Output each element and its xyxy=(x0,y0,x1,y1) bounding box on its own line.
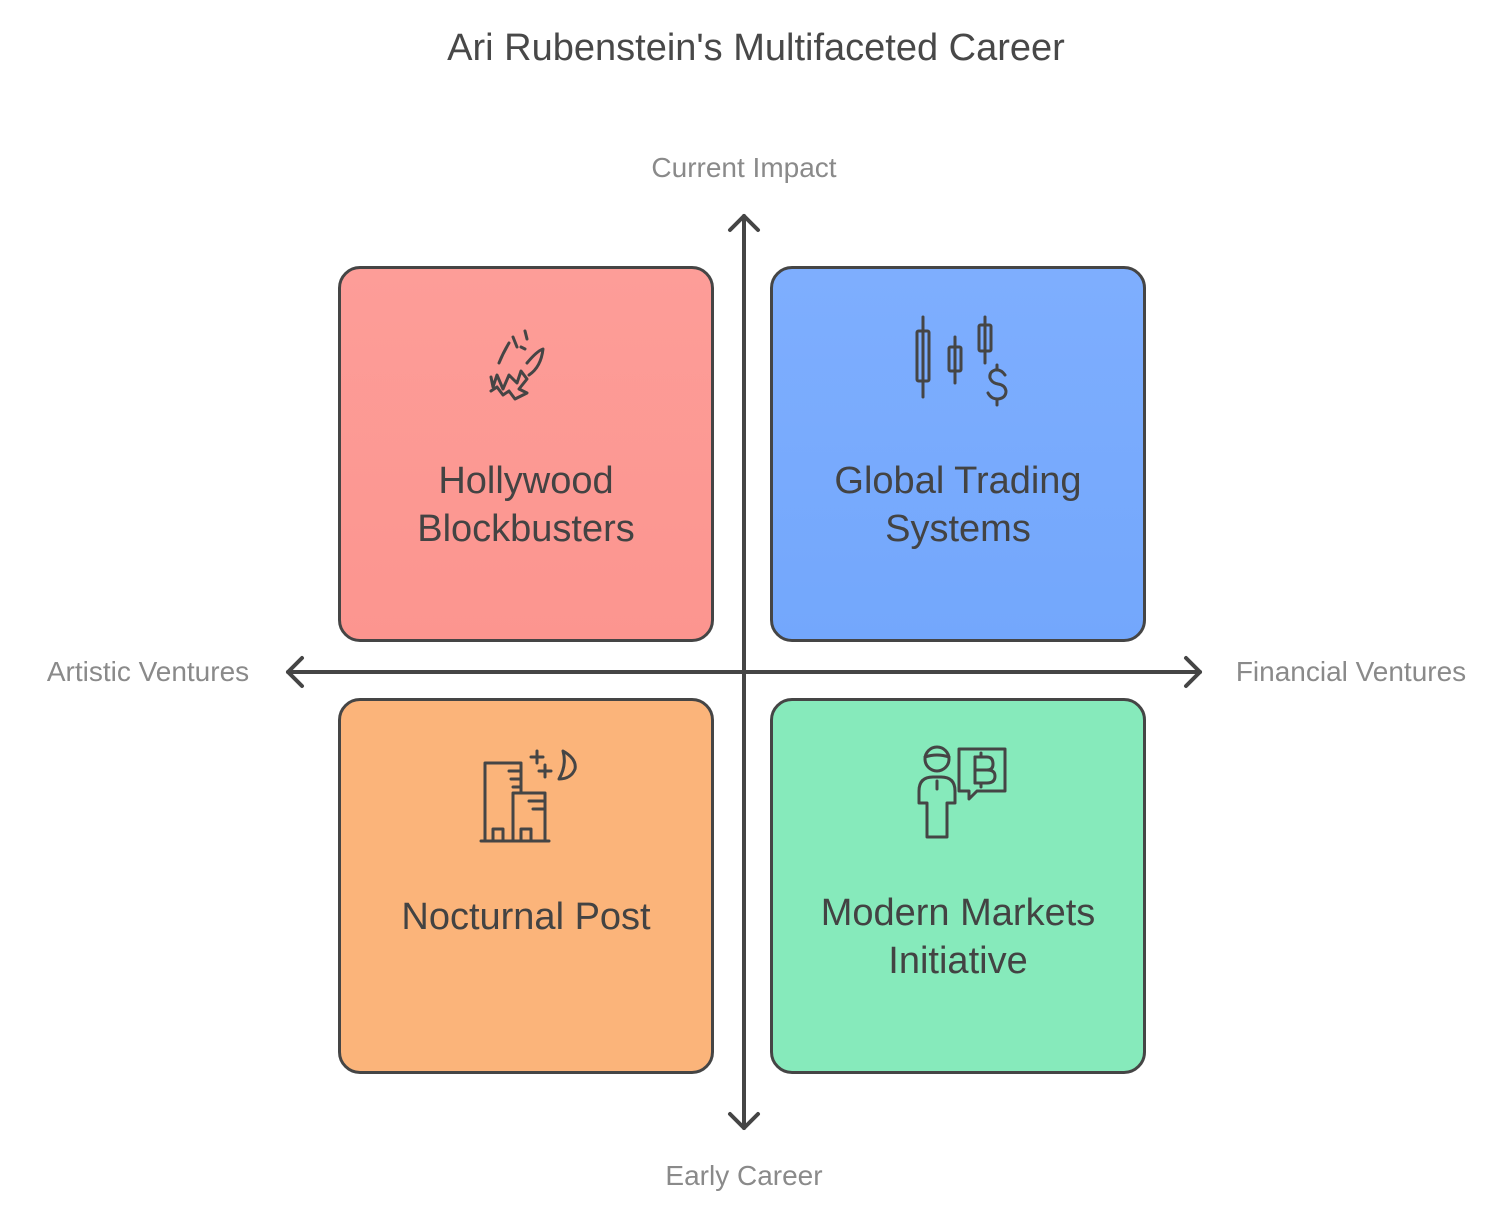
quadrant-label-line: Hollywood xyxy=(438,460,614,502)
axis-label-bottom: Early Career xyxy=(665,1160,823,1191)
quadrant-label-line: Blockbusters xyxy=(417,508,635,550)
quadrant-modern-markets-initiative: Modern Markets Initiative xyxy=(770,698,1146,1074)
explosion-icon xyxy=(489,329,545,401)
quadrant-label: Hollywood Blockbusters xyxy=(351,457,701,553)
axis-label-right: Financial Ventures xyxy=(1235,656,1467,687)
candlestick-dollar-icon xyxy=(915,315,1008,407)
quadrant-label: Nocturnal Post xyxy=(401,896,651,938)
axis-label-left: Artistic Ventures xyxy=(46,656,250,687)
person-bitcoin-icon xyxy=(917,745,1007,839)
arrow-up-icon xyxy=(728,214,760,232)
arrow-right-icon xyxy=(1184,656,1202,688)
night-city-icon xyxy=(479,749,577,843)
quadrant-hollywood-blockbusters: Hollywood Blockbusters xyxy=(338,266,714,642)
quadrant-nocturnal-post: Nocturnal Post xyxy=(338,698,714,1074)
quadrant-label: Global Trading Systems xyxy=(783,457,1133,553)
diagram-title: Ari Rubenstein's Multifaceted Career xyxy=(447,27,1065,69)
arrow-down-icon xyxy=(728,1112,760,1130)
arrow-left-icon xyxy=(286,656,304,688)
quadrant-label-line: Modern Markets xyxy=(820,892,1096,934)
quadrant-global-trading-systems: Global Trading Systems xyxy=(770,266,1146,642)
quadrant-label-line: Initiative xyxy=(888,940,1028,982)
quadrant-label: Modern Markets Initiative xyxy=(783,889,1133,985)
quadrant-label-line: Global Trading xyxy=(834,460,1082,502)
quadrant-label-line: Systems xyxy=(885,508,1031,550)
axis-label-top: Current Impact xyxy=(651,152,837,183)
